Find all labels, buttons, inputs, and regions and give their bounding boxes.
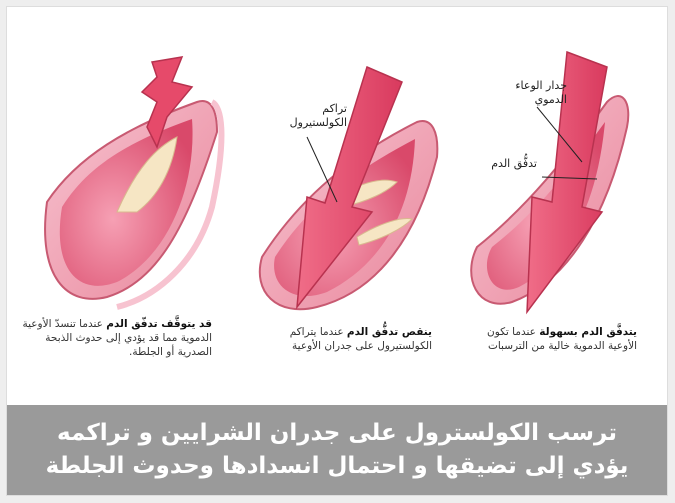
label-vessel-wall: جدار الوعاء الدموي (477, 79, 567, 107)
caption-middle: ينقص تدفُّق الدم عندما يتراكم الكولستيرو… (252, 325, 432, 353)
caption-right: يتدفَّق الدم بسهولة عندما تكون الأوعية ا… (467, 325, 637, 353)
caption-middle-bold: ينقص تدفُّق الدم (347, 326, 432, 338)
label-cholesterol-buildup: تراكم الكولستيرول (257, 102, 347, 130)
figure-frame: جدار الوعاء الدموي تدفُّق الدم تراكم الك… (6, 6, 668, 496)
caption-right-bold: يتدفَّق الدم بسهولة (539, 326, 637, 338)
banner-line-2: يؤدي إلى تضيقها و احتمال انسدادها وحدوث … (46, 450, 629, 483)
banner-line-1: ترسب الكولسترول على جدران الشرايين و ترا… (57, 417, 617, 450)
caption-left-bold: قد يتوقَّف تدفّق الدم (106, 318, 212, 330)
label-blood-flow: تدفُّق الدم (467, 157, 537, 171)
vessel-blocked (45, 57, 221, 307)
title-banner: ترسب الكولسترول على جدران الشرايين و ترا… (7, 405, 667, 495)
caption-left: قد يتوقَّف تدفّق الدم عندما تنسدّ الأوعي… (12, 317, 212, 360)
